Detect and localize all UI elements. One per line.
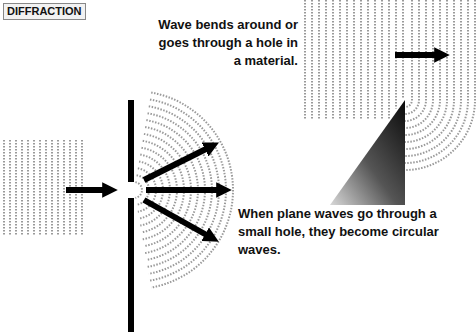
plane-wave (311, 0, 313, 120)
bent-wave (405, 0, 468, 163)
plane-wave (21, 140, 23, 236)
plane-wave (318, 0, 320, 120)
direction-arrow (395, 52, 442, 58)
plane-wave (360, 0, 362, 120)
direction-arrow (144, 146, 212, 180)
plane-wave (33, 140, 35, 236)
bent-wave (405, 0, 433, 128)
direction-arrow (66, 187, 110, 193)
plane-wave (339, 0, 341, 120)
bent-wave (405, 0, 440, 135)
material-edge (330, 100, 405, 205)
plane-wave (332, 0, 334, 120)
plane-wave (3, 140, 5, 236)
plane-wave (346, 0, 348, 120)
plane-wave (51, 140, 53, 236)
plane-wave (63, 140, 65, 236)
plane-wave (39, 140, 41, 236)
plane-wave (381, 0, 383, 120)
barrier-upper (128, 100, 134, 182)
plane-wave (45, 140, 47, 236)
direction-arrow (146, 187, 224, 193)
direction-arrow (144, 200, 212, 238)
plane-wave (304, 0, 306, 120)
circular-wave (135, 182, 142, 198)
plane-wave (402, 0, 404, 99)
title: DIFFRACTION (3, 3, 86, 20)
wave-fronts (4, 0, 475, 287)
plane-wave (367, 0, 369, 120)
caption-note: When plane waves go through a small hole… (238, 205, 470, 259)
bent-wave (405, 0, 475, 170)
bent-wave (405, 0, 454, 149)
bent-wave (405, 0, 461, 156)
plane-wave (9, 140, 11, 236)
plane-wave (325, 0, 327, 120)
bent-wave (405, 0, 447, 142)
plane-wave (15, 140, 17, 236)
barrier-lower (128, 198, 134, 332)
plane-wave (388, 0, 390, 118)
plane-wave (27, 140, 29, 236)
bent-wave (405, 0, 426, 121)
plane-wave (57, 140, 59, 236)
caption-note: Wave bends around or goes through a hole… (156, 16, 298, 70)
plane-wave (353, 0, 355, 120)
plane-wave (374, 0, 376, 120)
